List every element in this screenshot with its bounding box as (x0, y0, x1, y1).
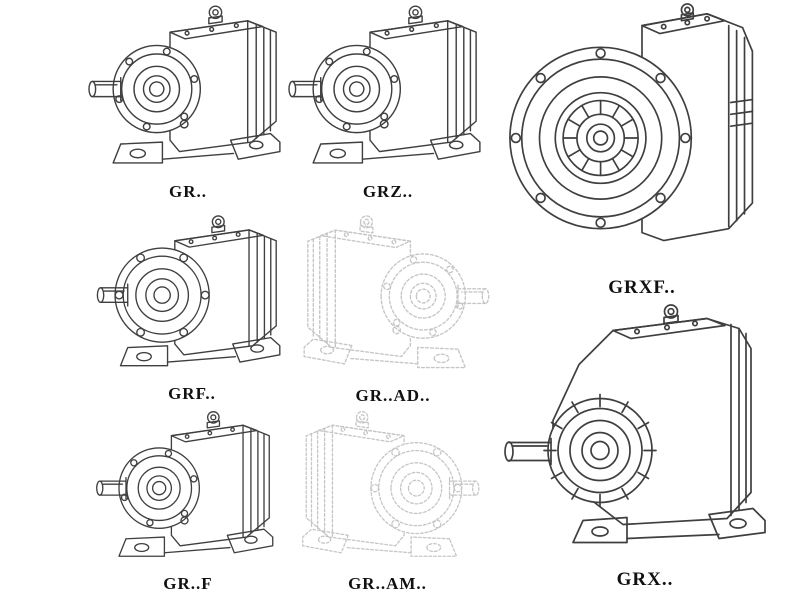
gearbox-drawing-grxf (509, 3, 754, 242)
figure-gr-ad: GR..AD.. (288, 210, 498, 408)
gearbox-drawing-gr-f (96, 411, 274, 557)
figure-grx: GRX.. (495, 298, 795, 592)
figure-grz: GRZ.. (288, 0, 488, 204)
figure-gr: GR.. (88, 0, 288, 204)
gearbox-label-grf: GRF.. (168, 384, 216, 403)
figure-grf: GRF.. (92, 210, 292, 406)
gearbox-label-grz: GRZ.. (362, 182, 414, 201)
gearbox-drawing-gr-am (302, 411, 480, 557)
gearbox-label-gr-am: GR..AM.. (348, 574, 427, 593)
gearbox-label-gr-f: GR..F (163, 574, 213, 593)
gearbox-label-gr: GR.. (169, 182, 207, 201)
figure-gr-am: GR..AM.. (285, 406, 490, 596)
gearbox-drawing-grf (96, 215, 281, 367)
gearbox-drawing-grx (504, 304, 766, 544)
gearbox-drawing-gr-ad (303, 215, 490, 369)
gearbox-label-grxf: GRXF.. (608, 277, 676, 298)
figure-grxf: GRXF.. (492, 0, 792, 300)
gearbox-drawing-grz (288, 5, 481, 164)
gearbox-drawing-gr (88, 5, 281, 164)
gearbox-label-gr-ad: GR..AD.. (355, 386, 431, 405)
figure-gr-f: GR..F (88, 406, 288, 596)
gearbox-label-grx: GRX.. (616, 569, 674, 590)
